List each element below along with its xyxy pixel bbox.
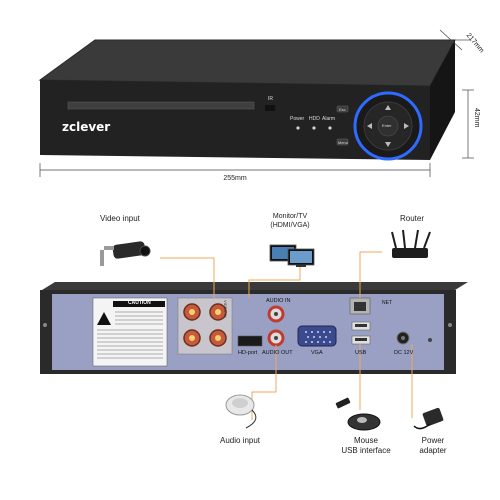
menu-button-shape bbox=[336, 138, 349, 146]
menu-button-label: Menu bbox=[338, 140, 349, 145]
power-led bbox=[296, 126, 300, 130]
depth-dimension bbox=[439, 29, 470, 51]
camera-illustration bbox=[100, 241, 151, 266]
indicator-hdd-label: HDD bbox=[309, 116, 320, 122]
mouse-label-line2: USB interface bbox=[341, 446, 391, 455]
hdmi-port bbox=[237, 335, 263, 347]
indicator-power-label: Power bbox=[290, 116, 305, 122]
nav-down-arrow bbox=[385, 142, 391, 147]
hdd-led bbox=[312, 126, 316, 130]
rear-screw-left bbox=[43, 323, 47, 327]
ir-window bbox=[265, 105, 275, 111]
ir-label: IR bbox=[268, 96, 273, 102]
microphone-illustration bbox=[225, 394, 257, 429]
mouse-illustration bbox=[335, 397, 381, 431]
nav-left-arrow bbox=[367, 123, 372, 129]
caution-header-bar bbox=[113, 301, 165, 307]
device-side-face bbox=[430, 40, 455, 160]
warning-triangle bbox=[97, 312, 111, 325]
audio-in-label: AUDIO IN bbox=[266, 298, 291, 304]
dc-label: DC 12V bbox=[394, 350, 414, 356]
rear-screw-right bbox=[448, 323, 452, 327]
caution-sticker bbox=[92, 297, 168, 367]
hdmi-label: HD-port bbox=[238, 350, 258, 356]
height-dimension bbox=[462, 89, 474, 159]
power-adapter-label-line1: Power bbox=[421, 436, 445, 445]
video-in-label: VIDEO IN bbox=[223, 300, 228, 318]
power-adapter-illustration bbox=[413, 407, 444, 430]
vga-port bbox=[297, 325, 337, 347]
width-label: 255mm bbox=[223, 175, 247, 182]
router-illustration bbox=[391, 229, 431, 258]
caution-text-lines bbox=[97, 311, 163, 359]
nav-enter-label: Enter bbox=[382, 123, 392, 128]
usb-label: USB bbox=[355, 350, 367, 356]
nav-up-arrow bbox=[385, 105, 391, 110]
router-label: Router bbox=[400, 214, 425, 223]
monitor-illustration bbox=[269, 244, 315, 267]
nav-dial-center bbox=[377, 115, 399, 137]
nav-right-arrow bbox=[404, 123, 409, 129]
net-label: NET bbox=[382, 300, 392, 306]
rear-top-edge bbox=[42, 282, 468, 290]
audio-input-label: Audio input bbox=[219, 436, 261, 445]
monitor-label-line1: Monitor/TV bbox=[272, 213, 308, 220]
vga-label: VGA bbox=[311, 350, 323, 356]
audio-out-label: AUDIO OUT bbox=[262, 350, 293, 356]
device-front-face bbox=[40, 80, 430, 160]
esc-button-shape bbox=[336, 105, 349, 113]
monitor-label-line2: (HDMI/VGA) bbox=[270, 222, 310, 229]
bnc-connectors bbox=[183, 303, 227, 347]
caution-title: CAUTION bbox=[128, 300, 151, 306]
height-label: 42mm bbox=[473, 108, 480, 128]
alarm-led bbox=[328, 126, 332, 130]
video-input-label: Video input bbox=[100, 214, 140, 223]
mouse-label-line1: Mouse bbox=[353, 436, 379, 445]
ground-screw bbox=[428, 338, 432, 342]
indicator-alarm-label: Alarm bbox=[322, 116, 336, 122]
device-top-surface bbox=[38, 39, 456, 87]
width-dimension bbox=[39, 163, 431, 177]
power-adapter-label-line2: adapter bbox=[419, 446, 447, 455]
esc-button-label: Esc bbox=[339, 107, 346, 112]
brand-logo: zclever bbox=[62, 120, 111, 134]
front-slot bbox=[67, 101, 255, 110]
